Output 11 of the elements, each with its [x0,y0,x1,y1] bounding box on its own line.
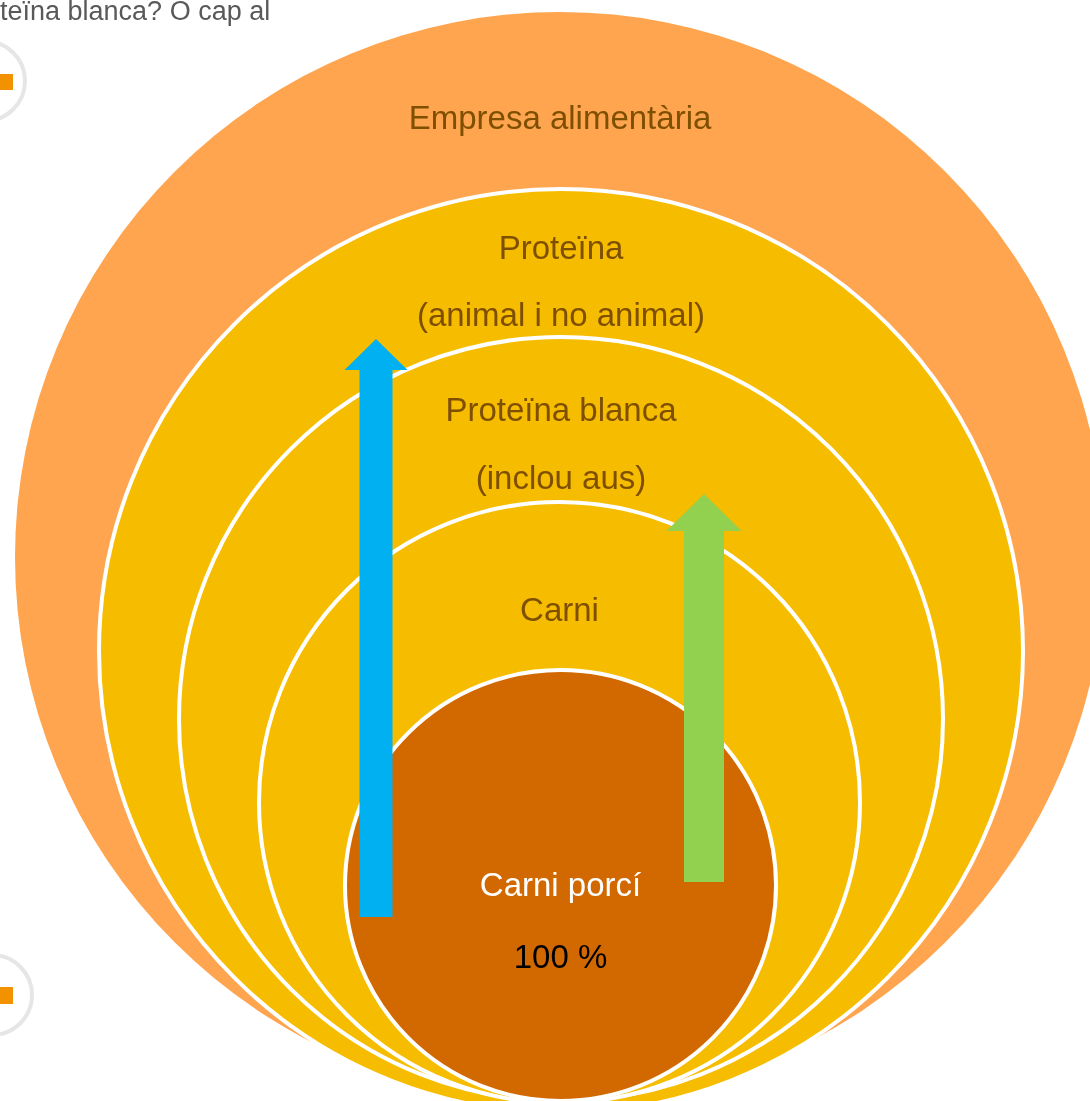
circle-label: Carni [520,590,599,630]
circle-label: (animal i no animal) [417,295,705,335]
arrow [344,339,408,917]
heading-text: teïna blanca? O cap al [0,0,271,28]
circle-label: Empresa alimentària [408,98,712,138]
circle-label: Carni porcí [479,865,642,905]
arrow [666,494,742,882]
circle-label: (inclou aus) [475,458,647,498]
circle-label: 100 % [513,937,608,977]
circle-label: Proteïna blanca [445,390,677,430]
circle-label: Proteïna [498,228,624,268]
